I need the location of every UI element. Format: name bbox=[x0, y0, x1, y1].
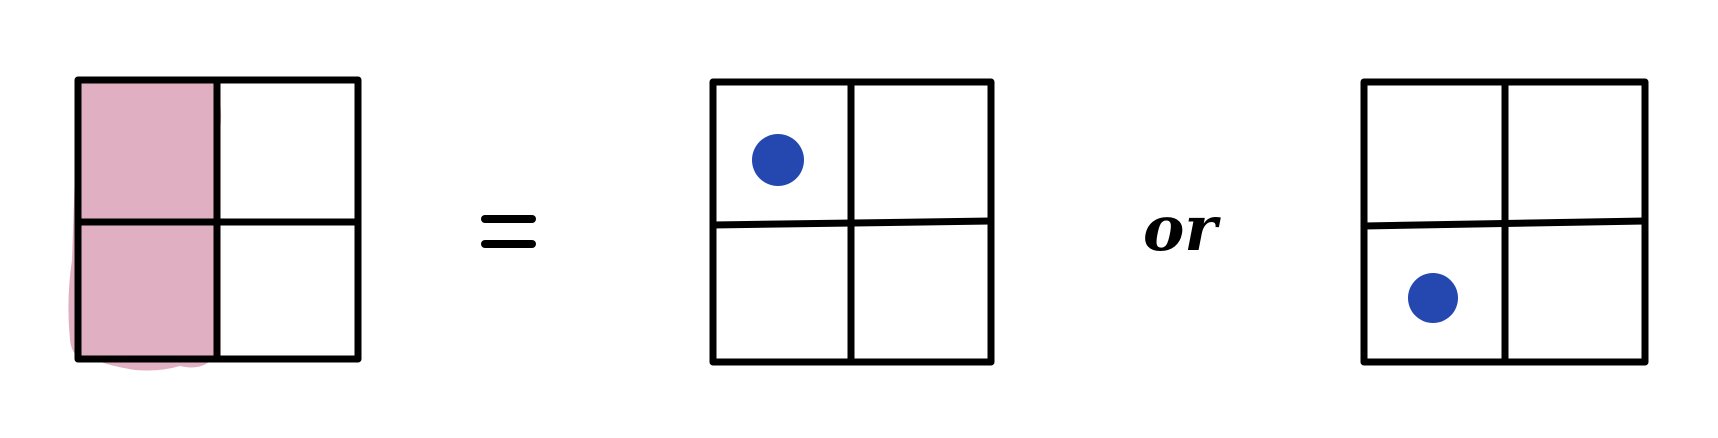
option-2-grid bbox=[1360, 78, 1649, 366]
option-2-dot bbox=[1408, 273, 1458, 323]
or-label: or bbox=[1143, 192, 1221, 265]
left-grid bbox=[68, 76, 362, 371]
option-1-horizontal-divider bbox=[709, 217, 995, 229]
equals-sign bbox=[481, 215, 536, 248]
option-2-horizontal-divider bbox=[1360, 217, 1649, 230]
option-1-grid bbox=[709, 78, 995, 366]
option-1-dot bbox=[752, 134, 804, 186]
